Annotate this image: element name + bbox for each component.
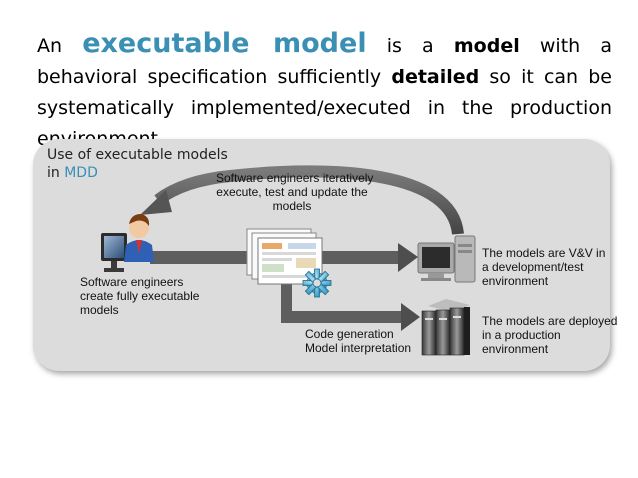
label-engineers-line2: create fully executable [80, 289, 200, 303]
panel-title-line1: Use of executable models [47, 147, 228, 163]
headline-word-an: An [37, 35, 63, 57]
label-codegen-line1: Code generation [305, 327, 394, 341]
label-iterate: Software engineers iteratively execute, … [216, 171, 374, 213]
panel-title: Use of executable models in MDD [47, 146, 228, 182]
label-vv-line3: environment [482, 274, 549, 288]
label-codegen: Code generation Model interpretation [305, 327, 411, 355]
headline-executable-model: executable model [82, 28, 367, 59]
panel-title-line2: in MDD [47, 164, 228, 182]
label-engineers: Software engineers create fully executab… [80, 275, 199, 317]
label-deployed: The models are deployed in a production … [482, 314, 617, 356]
label-deployed-line2: in a production [482, 328, 561, 342]
panel-title-in: in [47, 165, 60, 181]
label-codegen-line2: Model interpretation [305, 341, 412, 355]
gear-icon [302, 268, 332, 298]
panel-title-mdd: MDD [64, 165, 98, 181]
desktop-computer-icon [417, 235, 476, 283]
label-iterate-line1: Software engineers iteratively [216, 171, 374, 185]
label-vv: The models are V&V in a development/test… [482, 246, 605, 288]
feedback-arrow [140, 165, 464, 236]
server-rack-icon [421, 299, 470, 356]
label-engineers-line3: models [80, 303, 119, 317]
label-iterate-line2: execute, test and update the [216, 185, 368, 199]
arrow-to-production [281, 264, 420, 331]
label-iterate-line3: models [272, 199, 312, 213]
label-deployed-line3: environment [482, 342, 549, 356]
headline-word-is-a: is a [386, 35, 434, 57]
headline-text-1: with a behavioral specification sufficie… [37, 35, 612, 88]
label-engineers-line1: Software engineers [80, 275, 184, 289]
headline-word-model: model [453, 35, 520, 57]
engineer-at-computer-icon [101, 214, 154, 272]
label-vv-line1: The models are V&V in [482, 246, 606, 260]
headline-word-detailed: detailed [391, 66, 480, 88]
label-deployed-line1: The models are deployed [482, 314, 618, 328]
label-vv-line2: a development/test [482, 260, 584, 274]
